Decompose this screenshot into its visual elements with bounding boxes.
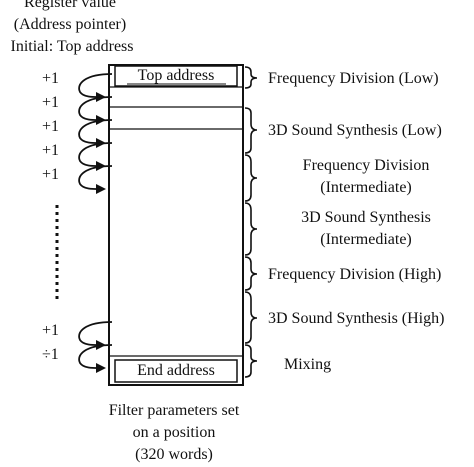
section-label-continued: (Intermediate) (320, 231, 412, 248)
caption-line: (320 words) (135, 446, 213, 463)
section-label: Mixing (284, 356, 332, 373)
section-brace (244, 154, 258, 202)
section-label: Frequency Division (302, 157, 430, 174)
increment-arrow (78, 142, 113, 172)
increment-arrow (78, 73, 113, 103)
increment-label: ÷1 (42, 346, 59, 363)
section-label: 3D Sound Synthesis (301, 209, 431, 226)
increment-label: +1 (42, 166, 60, 183)
increment-label: +1 (42, 70, 60, 87)
memory-block (108, 64, 244, 386)
top-address-label: Top address (137, 67, 215, 84)
increment-arrow (78, 165, 113, 195)
end-address-cell (114, 359, 238, 383)
increment-arrow (78, 119, 113, 149)
increment-label: +1 (42, 322, 60, 339)
section-label-continued: (Intermediate) (320, 179, 412, 196)
section-brace (244, 66, 258, 89)
section-brace (244, 107, 258, 154)
section-label: Frequency Division (High) (268, 266, 442, 283)
increment-label: +1 (42, 118, 60, 135)
section-brace (244, 291, 258, 344)
section-brace (244, 256, 258, 291)
header-register-value: Register value (24, 0, 116, 11)
section-brace (244, 202, 258, 256)
section-label: 3D Sound Synthesis (High) (268, 310, 445, 327)
increment-arrow (78, 321, 113, 351)
caption-line: on a position (132, 424, 216, 441)
increment-label: +1 (42, 94, 60, 111)
section-label: Frequency Division (Low) (268, 70, 439, 87)
top-address-cell (114, 65, 238, 87)
increment-arrow (78, 344, 113, 374)
header-initial-top-address: Initial: Top address (10, 38, 134, 55)
section-label: 3D Sound Synthesis (Low) (268, 122, 442, 139)
increment-label: +1 (42, 142, 60, 159)
section-brace (244, 344, 258, 378)
caption-line: Filter parameters set (108, 402, 240, 419)
increment-arrow (78, 96, 113, 126)
end-address-label: End address (137, 362, 215, 379)
header-address-pointer: (Address pointer) (13, 16, 127, 33)
